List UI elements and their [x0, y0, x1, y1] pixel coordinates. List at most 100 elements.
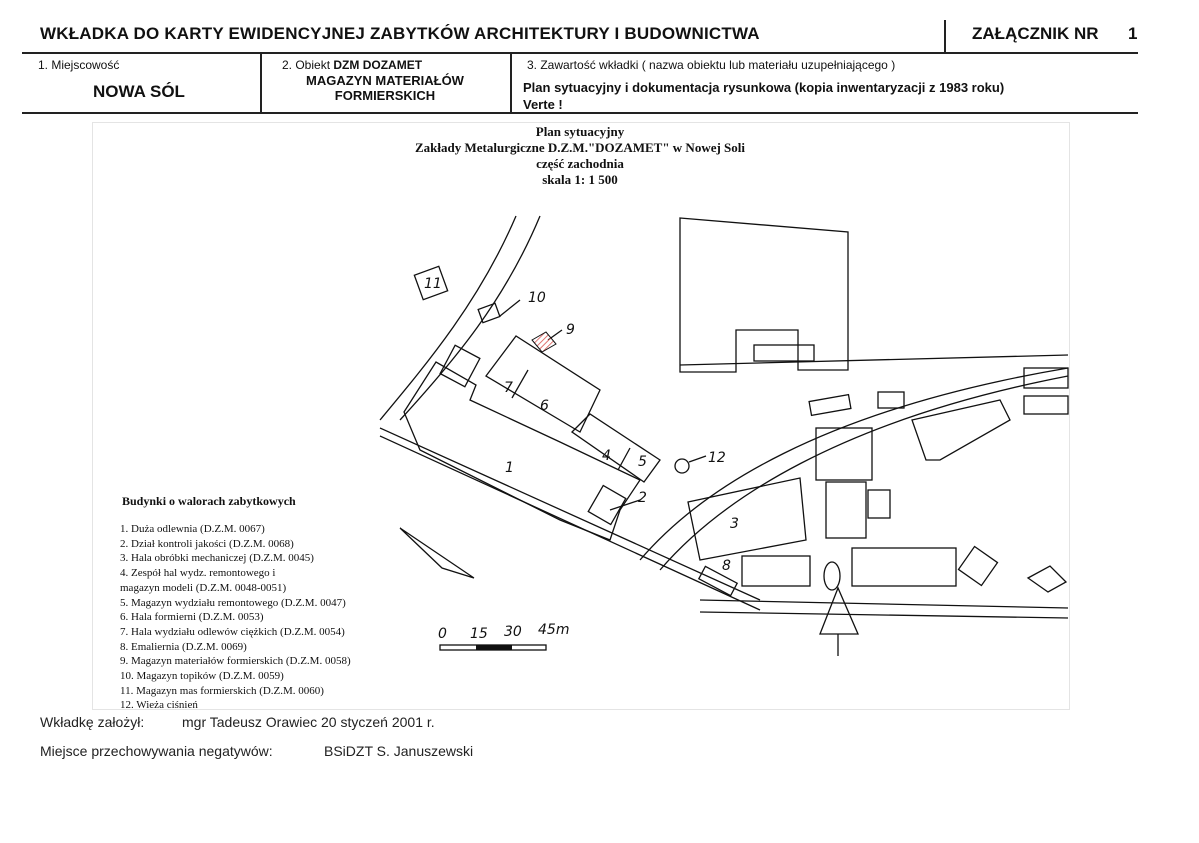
- annex-label: ZAŁĄCZNIK NR: [972, 24, 1099, 43]
- legend-item: 5. Magazyn wydziału remontowego (D.Z.M. …: [120, 596, 346, 609]
- building-r7: [825, 481, 867, 539]
- legend-item: 6. Hala formierni (D.Z.M. 0053): [120, 611, 264, 624]
- contents-value-1: Plan sytuacyjny i dokumentacja rysunkowa…: [523, 80, 1005, 95]
- scale-label: 30: [504, 624, 522, 640]
- header-divider: [944, 20, 946, 52]
- bottom-road-2: [699, 611, 1069, 619]
- curve-track-1: [639, 367, 1069, 561]
- building-2-outline: [587, 484, 627, 526]
- bottom-road-1: [699, 599, 1069, 609]
- plan-title-3: część zachodnia: [536, 156, 624, 171]
- curve-track-2: [659, 375, 1069, 571]
- header-rule: [22, 52, 1138, 54]
- road-edge-2: [379, 435, 761, 611]
- locality-value: NOWA SÓL: [93, 82, 185, 101]
- building-label: 5: [638, 454, 647, 470]
- building-label: 7: [504, 380, 513, 396]
- label-leader-10: [499, 299, 521, 317]
- legend-item: 10. Magazyn topików (D.Z.M. 0059): [120, 670, 284, 683]
- legend-item: 8. Emaliernia (D.Z.M. 0069): [120, 640, 247, 653]
- building-top-annex: [753, 344, 815, 362]
- building-label: 2: [638, 490, 647, 506]
- building-r10: [957, 545, 999, 587]
- annex-number: 1: [1128, 24, 1138, 43]
- building-r1: [808, 393, 852, 417]
- field-rule: [22, 112, 1138, 114]
- object-code: DZM DOZAMET: [333, 58, 423, 72]
- legend-item: 3. Hala obróbki mechaniczej (D.Z.M. 0045…: [120, 552, 314, 565]
- building-10-outline: [477, 302, 501, 324]
- field-divider-2: [510, 53, 512, 113]
- wedge-symbol: [399, 527, 475, 579]
- plan-title-2: Zakłady Metalurgiczne D.Z.M."DOZAMET" w …: [414, 140, 746, 155]
- rail-track-2: [399, 215, 541, 421]
- label-leader-12: [688, 455, 707, 463]
- building-label: 10: [528, 290, 546, 306]
- building-9-hatched: [531, 331, 557, 353]
- top-road: [679, 354, 1069, 366]
- legend-item: 1. Duża odlewnia (D.Z.M. 0067): [120, 523, 265, 535]
- building-r5: [1023, 395, 1069, 415]
- building-6-7-outline: [485, 335, 601, 433]
- building-label: 12: [708, 450, 726, 466]
- legend-item: 4. Zespół hal wydz. remontowego i: [120, 567, 276, 580]
- rail-track-1: [379, 215, 517, 421]
- object-label-text: 2. Obiekt: [282, 58, 331, 72]
- building-top-large: [679, 217, 849, 373]
- contents-label: 3. Zawartość wkładki ( nazwa obiektu lub…: [527, 58, 896, 72]
- form-title: WKŁADKA DO KARTY EWIDENCYJNEJ ZABYTKÓW A…: [40, 24, 760, 43]
- building-r9: [851, 547, 957, 587]
- legend-item: 7. Hala wydziału odlewów ciężkich (D.Z.M…: [120, 625, 345, 638]
- plan-title-1: Plan sytuacyjny: [535, 124, 625, 139]
- building-r11: [1026, 565, 1068, 593]
- building-r8: [867, 489, 891, 519]
- scale-label: 0: [438, 626, 447, 642]
- building-8-outline: [741, 555, 811, 587]
- building-3-outline: [687, 477, 807, 561]
- building-label: 8: [722, 558, 731, 574]
- building-label: 11: [424, 276, 442, 292]
- building-4-5-outline: [570, 413, 661, 483]
- building-label: 6: [540, 398, 549, 414]
- building-11-outline: [413, 265, 449, 301]
- building-r4: [1023, 367, 1069, 389]
- plan-title-4: skala 1: 1 500: [542, 172, 618, 187]
- legend-item: magazyn modeli (D.Z.M. 0048-0051): [120, 581, 287, 594]
- building-1-annex: [439, 344, 481, 388]
- storage-label: Miejsce przechowywania negatywów:: [40, 743, 273, 759]
- locality-label: 1. Miejscowość: [38, 58, 120, 72]
- label-leader-2: [609, 499, 641, 511]
- building-r3: [911, 399, 1011, 461]
- plan-frame: [92, 122, 1070, 710]
- legend-heading: Budynki o walorach zabytkowych: [122, 494, 296, 508]
- building-4-5-divider: [617, 447, 631, 471]
- object-value: MAGAZYN MATERIAŁÓW FORMIERSKICH: [306, 73, 464, 103]
- legend-item: 12. Wieża ciśnień: [120, 699, 198, 712]
- building-r2: [877, 391, 905, 409]
- roundabout: [823, 561, 841, 591]
- scale-bar-segment: [476, 645, 512, 650]
- building-label: 4: [602, 448, 611, 464]
- building-8-annex: [697, 565, 739, 597]
- north-arrow: [819, 586, 859, 635]
- created-label: Wkładkę założył:: [40, 714, 145, 730]
- legend-item: 11. Magazyn mas formierskich (D.Z.M. 006…: [120, 684, 324, 697]
- created-value: mgr Tadeusz Orawiec 20 styczeń 2001 r.: [182, 714, 435, 730]
- storage-value: BSiDZT S. Januszewski: [324, 743, 474, 759]
- building-6-7-divider: [511, 369, 529, 399]
- building-label: 3: [730, 516, 739, 532]
- building-label: 1: [505, 460, 514, 476]
- legend-item: 9. Magazyn materiałów formierskich (D.Z.…: [120, 655, 351, 668]
- contents-value-2: Verte !: [523, 97, 563, 112]
- object-label: 2. Obiekt DZM DOZAMET: [282, 58, 422, 72]
- plan-title: Plan sytuacyjny Zakłady Metalurgiczne D.…: [380, 124, 780, 188]
- scale-label: 45m: [538, 622, 569, 638]
- road-edge-1: [379, 427, 761, 601]
- water-tower-12: [674, 458, 690, 474]
- legend-item: 2. Dział kontroli jakości (D.Z.M. 0068): [120, 537, 294, 550]
- building-r6: [815, 427, 873, 481]
- scale-label: 15: [470, 626, 488, 642]
- legend-list: 1. Duża odlewnia (D.Z.M. 0067) 2. Dział …: [120, 522, 351, 713]
- field-divider-1: [260, 53, 262, 113]
